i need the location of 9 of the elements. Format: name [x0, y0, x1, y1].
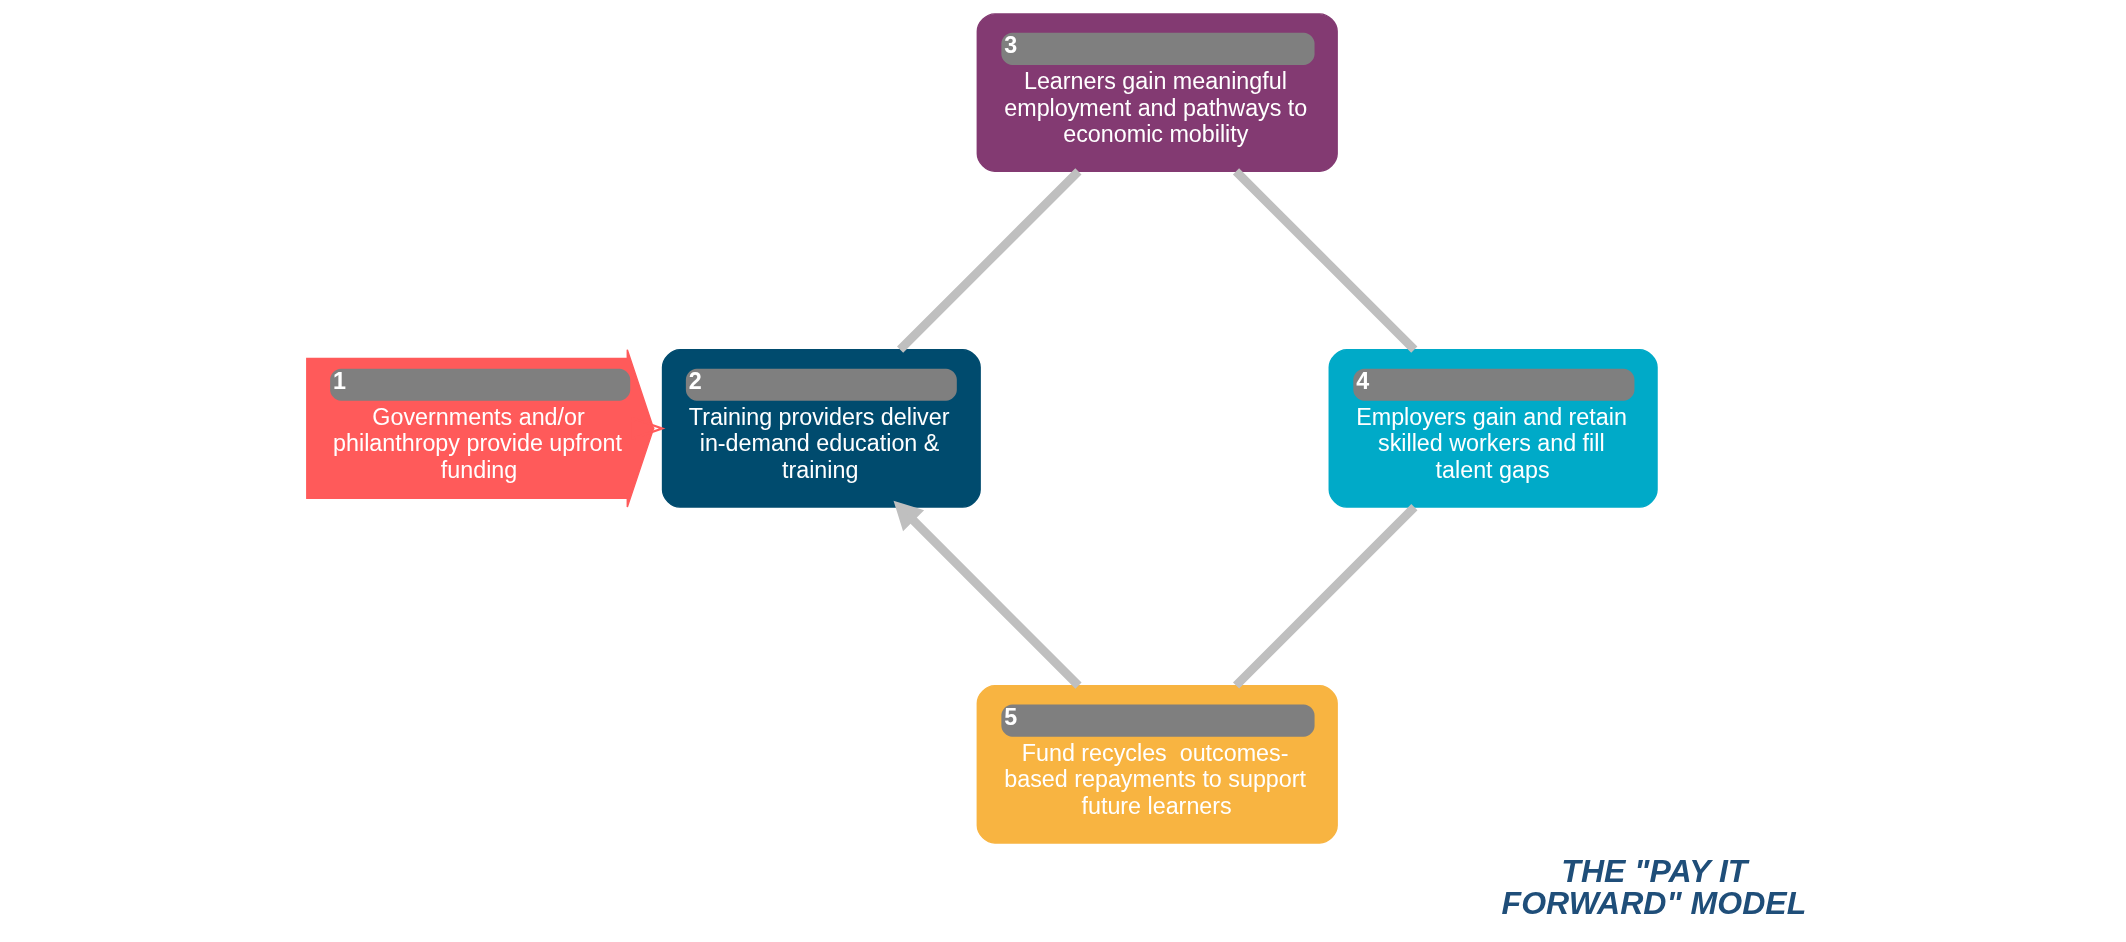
connector [1233, 504, 1418, 689]
connector [1232, 168, 1418, 353]
node-box: 2 Training providers deliver in-demand education & training [661, 349, 981, 508]
label: THE "PAY IT FORWARD" MODEL [1501, 853, 1807, 922]
connector [897, 168, 1082, 353]
node-box: 3 Learners gain meaningful employment and pathways to economic mobility [976, 13, 1338, 172]
node-box: 4 Employers gain and retain skilled workers and fill talent gaps [1328, 349, 1658, 508]
node-box: 5 Fund recycles outcomes-based repayments to support future learners [976, 684, 1338, 844]
arrow [893, 500, 1082, 689]
